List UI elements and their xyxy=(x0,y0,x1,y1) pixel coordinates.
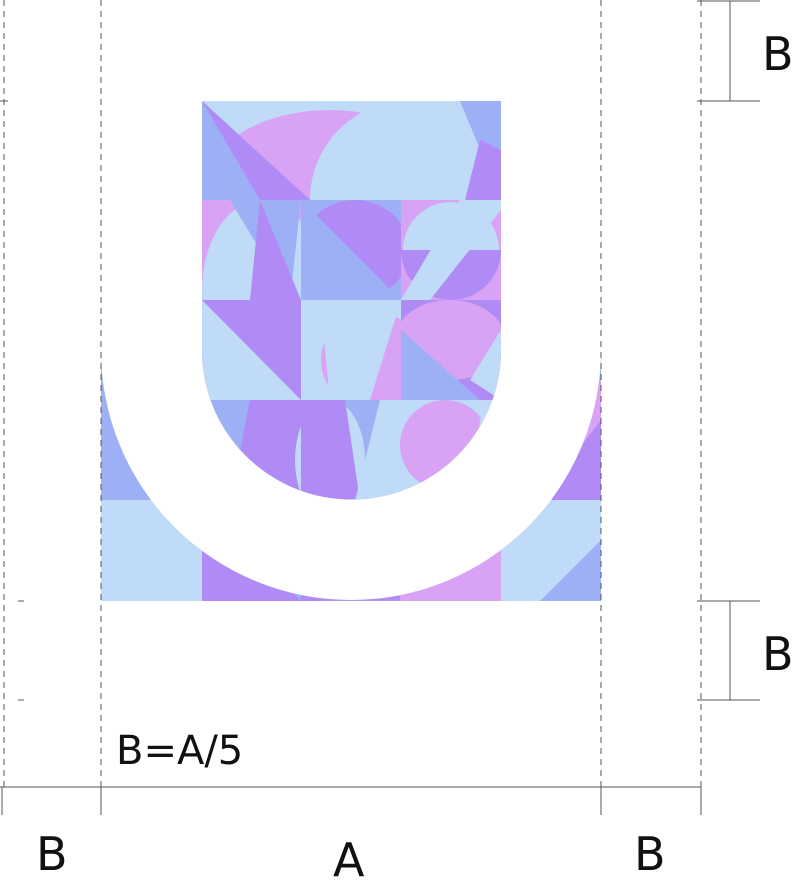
label-a-bottom-center: A xyxy=(333,833,365,887)
dimension-bottom-right xyxy=(697,600,760,701)
dimension-top-right xyxy=(697,0,760,102)
guide-lines xyxy=(0,0,702,815)
logo-emblem xyxy=(101,101,601,601)
inner-mosaic xyxy=(202,101,501,500)
label-formula: B=A/5 xyxy=(116,728,243,774)
label-b-bottom-left: B xyxy=(36,827,68,881)
label-b-bottom-far-right: B xyxy=(634,827,666,881)
dimension-bottom xyxy=(0,786,702,815)
label-b-bottom-right: B xyxy=(762,627,794,681)
label-b-top-right: B xyxy=(762,27,794,81)
